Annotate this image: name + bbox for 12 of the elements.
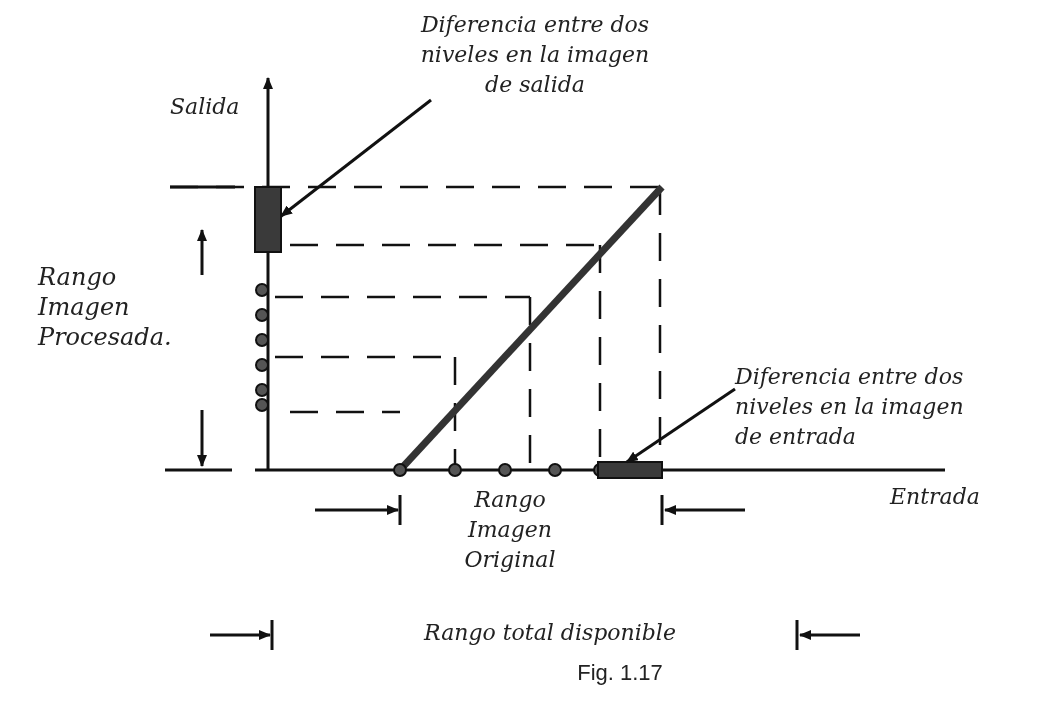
axis-label: Salida bbox=[170, 93, 241, 121]
leader-arrow bbox=[280, 98, 432, 218]
annotation-text: Diferencia entre dos niveles en la imagen de salida bbox=[405, 10, 665, 100]
level-bar bbox=[254, 186, 282, 253]
leader-arrow bbox=[625, 387, 736, 464]
annotation-text: Diferencia entre dos niveles en la imagen de entrada bbox=[735, 362, 980, 452]
axis-label: Rango total disponible bbox=[422, 619, 677, 647]
axis-label: Entrada bbox=[890, 483, 981, 511]
figure-caption: Fig. 1.17 bbox=[576, 660, 664, 686]
axis-label: Rango Imagen Original bbox=[463, 486, 557, 574]
axis-label: Rango Imagen Procesada. bbox=[38, 262, 173, 352]
level-bar bbox=[597, 461, 663, 479]
